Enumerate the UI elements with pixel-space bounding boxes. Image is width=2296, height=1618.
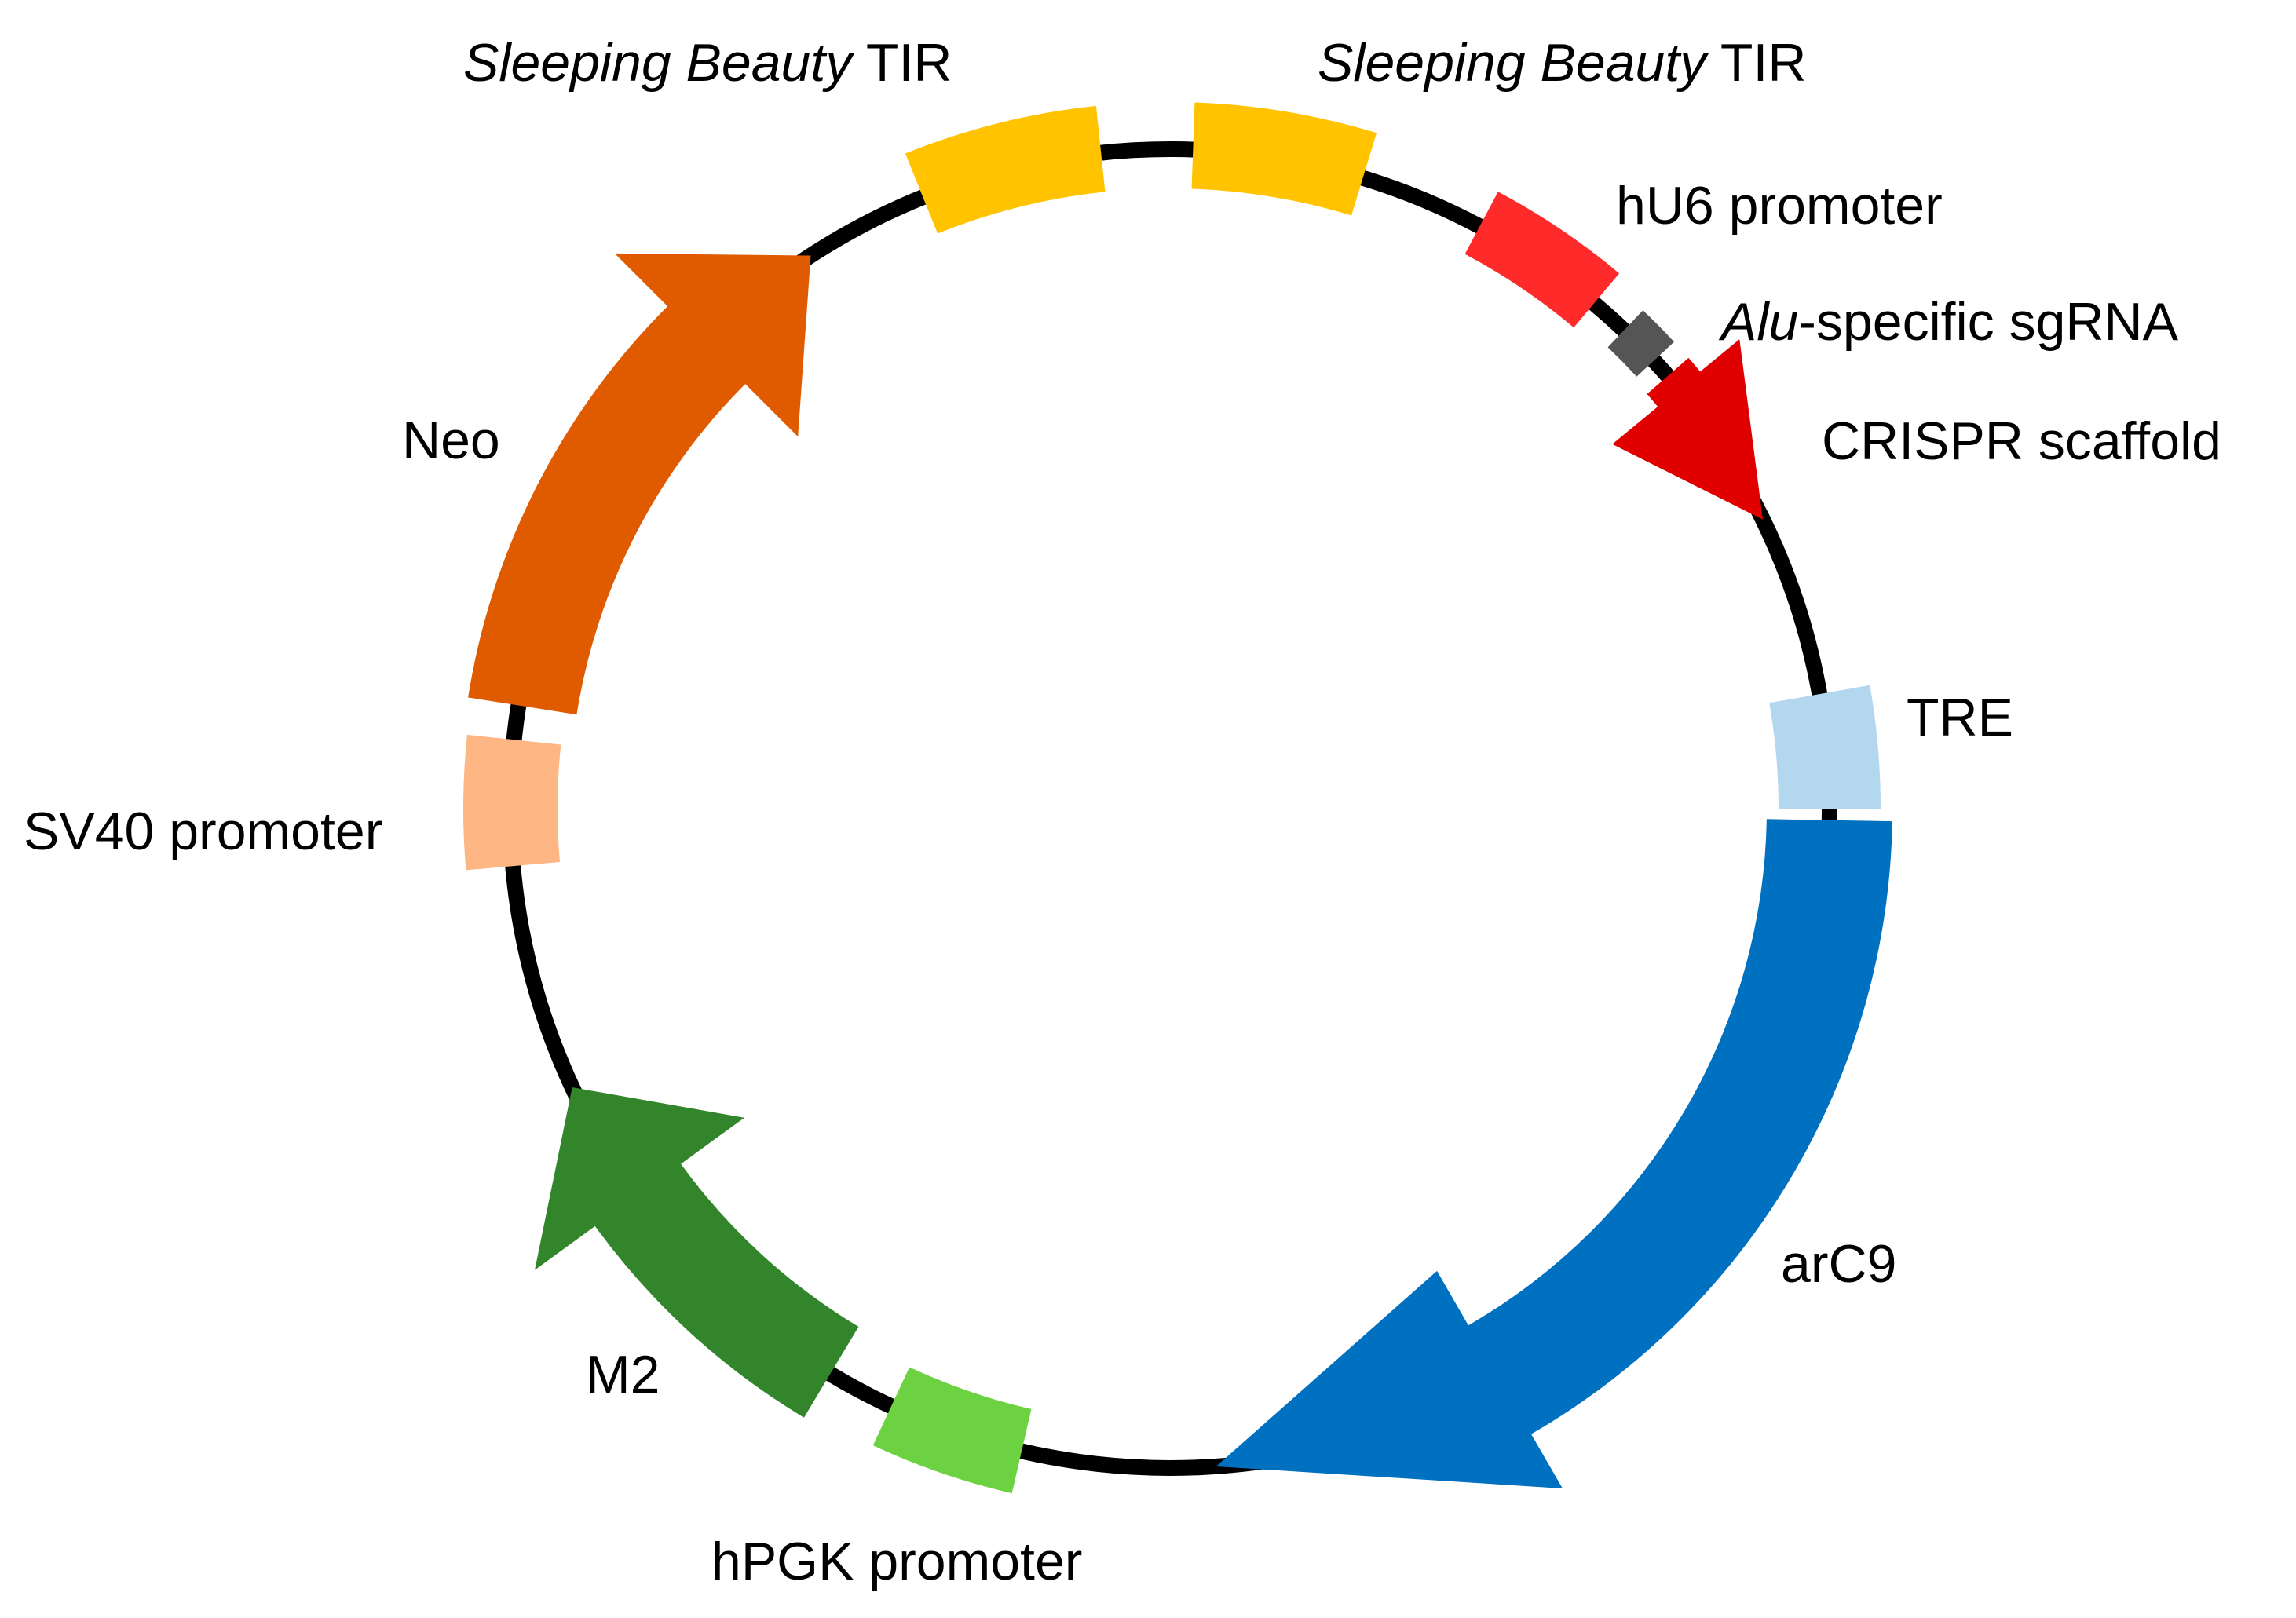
alu-sgrna-box — [1607, 310, 1674, 377]
hpgk-promoter-label: hPGK promoter — [711, 1532, 1082, 1591]
hu6-promoter-box — [1464, 192, 1620, 328]
tre-box — [1769, 685, 1881, 809]
tre-label: TRE — [1907, 688, 2013, 747]
alu-sgrna-label: Alu-specific sgRNA — [1718, 292, 2179, 352]
arc9-label: arC9 — [1781, 1234, 1896, 1294]
hu6-promoter-label: hU6 promoter — [1616, 176, 1943, 236]
sv40-promoter-label: SV40 promoter — [24, 802, 382, 861]
sleeping-beauty-tir-left-box — [905, 105, 1106, 234]
sv40-promoter-box — [462, 734, 561, 871]
arc9-arrow — [1216, 819, 1892, 1488]
hpgk-promoter-box — [872, 1367, 1032, 1494]
tir-left-label: Sleeping Beauty TIR — [463, 33, 952, 93]
crispr-scaffold-label: CRISPR scaffold — [1822, 411, 2221, 471]
neo-label: Neo — [402, 411, 500, 470]
m2-arrow — [535, 1087, 859, 1418]
sleeping-beauty-tir-right-box — [1191, 102, 1377, 216]
m2-label: M2 — [586, 1345, 660, 1404]
tir-right-label: Sleeping Beauty TIR — [1318, 33, 1806, 93]
neo-arrow — [468, 253, 811, 715]
crispr-scaffold-arrow — [1612, 339, 1763, 520]
